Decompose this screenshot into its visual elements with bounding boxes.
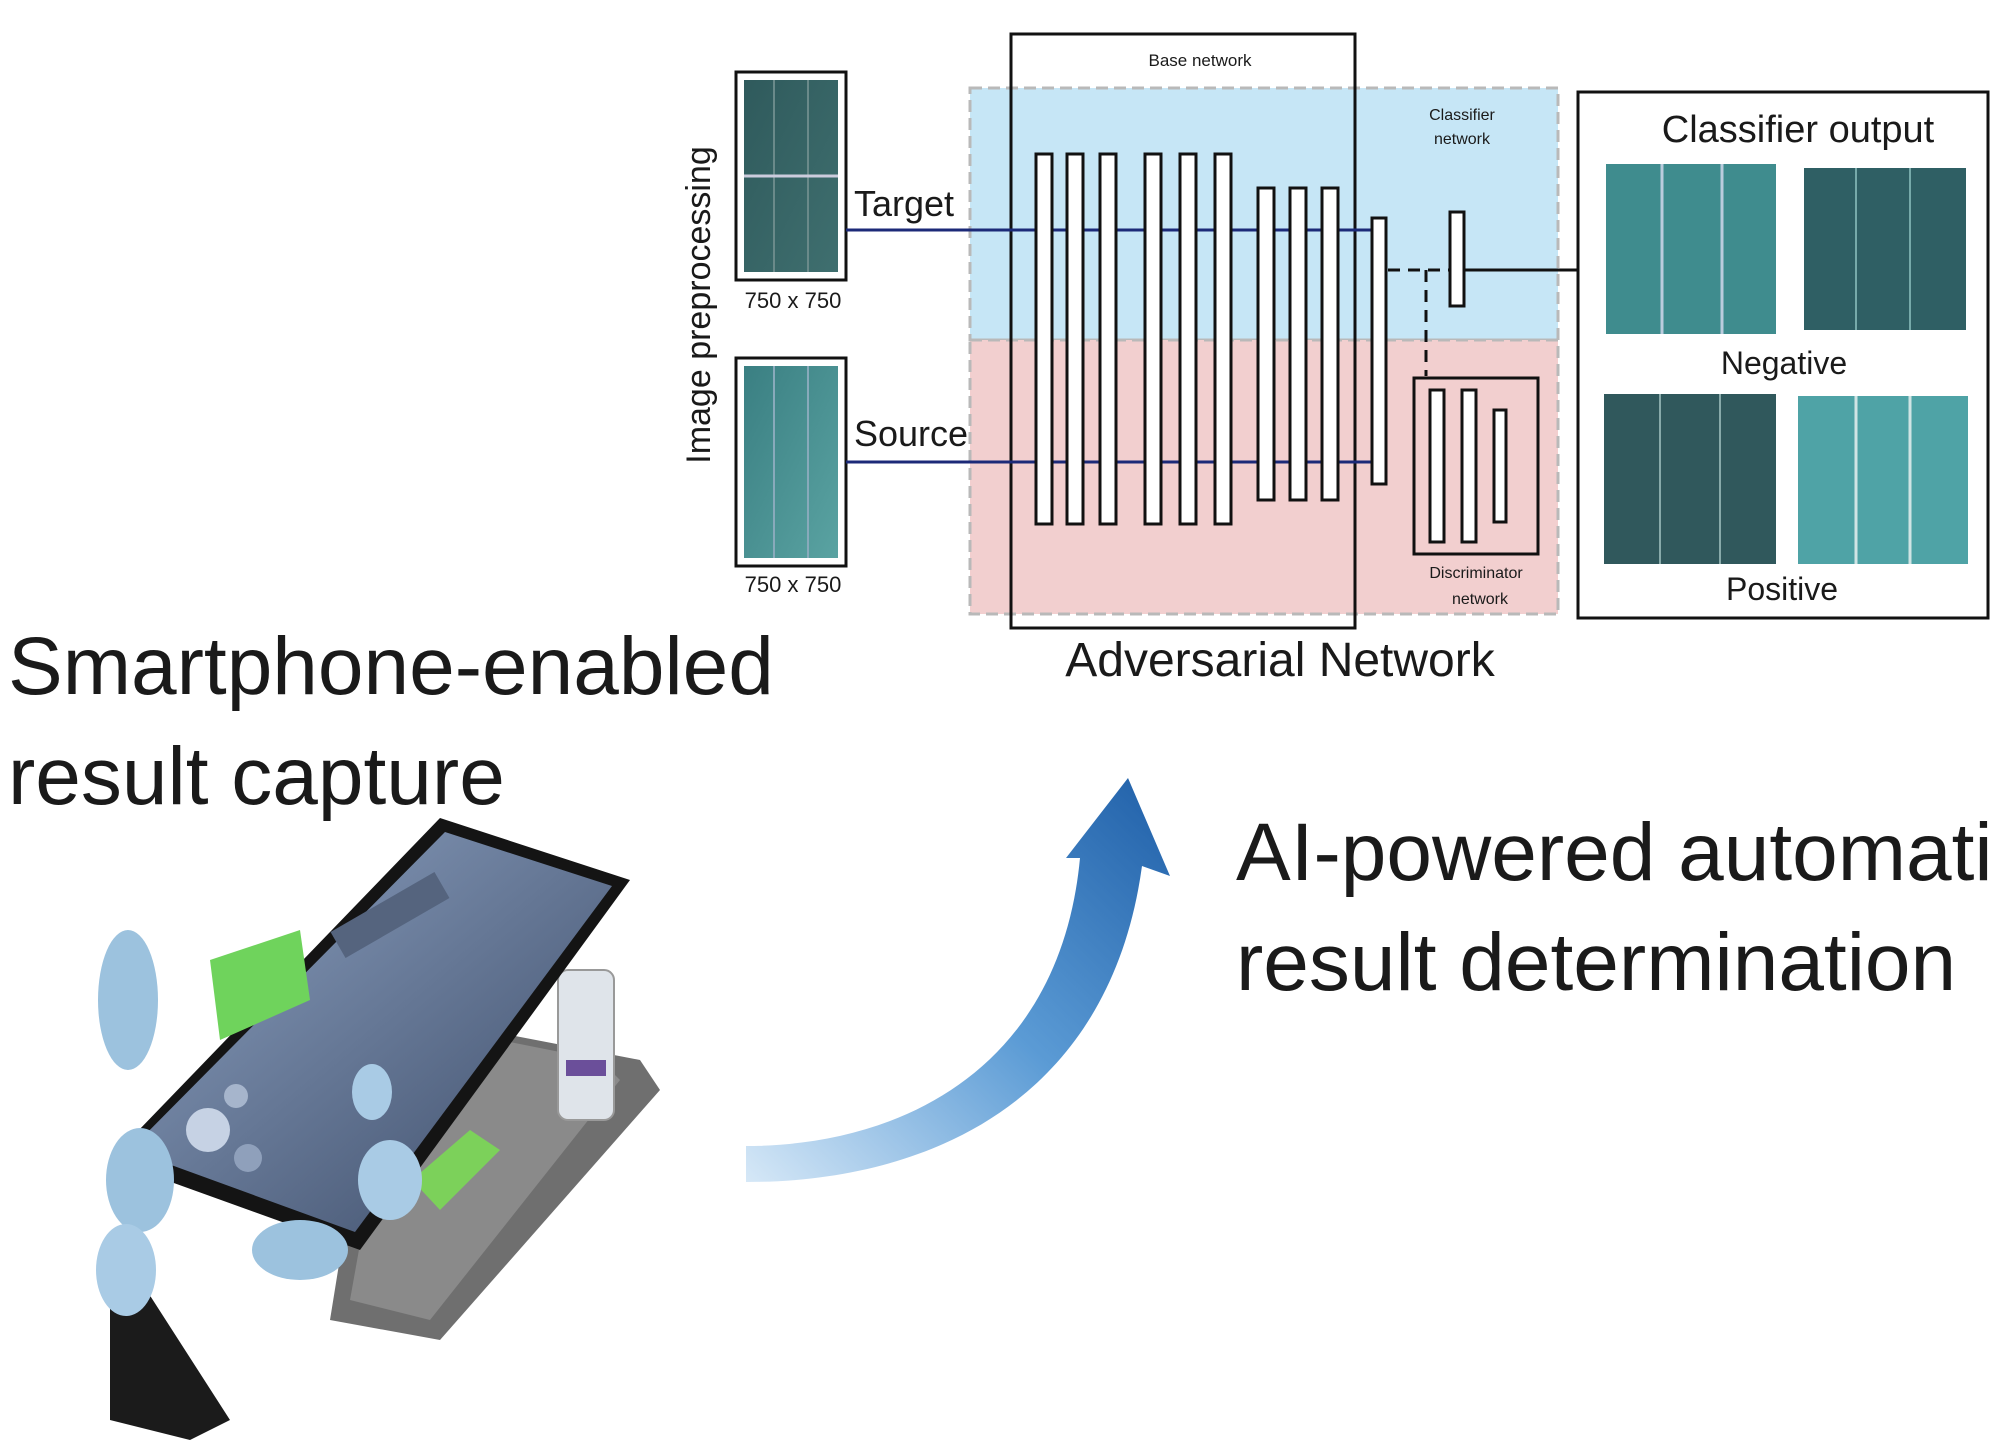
ai-caption-line1: AI-powered automatic	[1236, 807, 1992, 898]
base-network-label: Base network	[1149, 51, 1252, 70]
capture-caption-line2: result capture	[8, 731, 505, 822]
classifier-layer	[1448, 210, 1466, 308]
discriminator-label-line1: Discriminator	[1429, 565, 1523, 582]
preprocessing-label: Image preprocessing	[680, 146, 718, 464]
base-network-layers	[1034, 152, 1388, 526]
source-label: Source	[854, 413, 968, 454]
base-network-box	[1009, 32, 1357, 630]
positive-sample-2	[1798, 396, 1968, 564]
target-label: Target	[854, 183, 954, 224]
discriminator-box	[1412, 376, 1540, 556]
positive-label: Positive	[1726, 571, 1838, 607]
source-size-label: 750 x 750	[745, 572, 842, 597]
discriminator-layers	[1428, 388, 1508, 544]
classifier-network-label-line1: Classifier	[1429, 107, 1495, 124]
adversarial-label: Adversarial Network	[1065, 634, 1495, 687]
phone-photo	[96, 818, 660, 1440]
classifier-network-label-line2: network	[1434, 131, 1491, 148]
target-size-label: 750 x 750	[745, 288, 842, 313]
target-image	[734, 70, 848, 282]
discriminator-label-line2: network	[1452, 591, 1509, 608]
negative-sample-1	[1606, 164, 1776, 334]
curved-arrow	[746, 778, 1170, 1182]
ai-caption-line2: result determination	[1236, 917, 1957, 1008]
capture-caption-line1: Smartphone-enabled	[8, 621, 774, 712]
positive-sample-1	[1604, 394, 1776, 564]
negative-sample-2	[1804, 168, 1966, 330]
source-image	[734, 356, 848, 568]
negative-label: Negative	[1721, 345, 1847, 381]
classifier-output-label: Classifier output	[1662, 109, 1935, 151]
